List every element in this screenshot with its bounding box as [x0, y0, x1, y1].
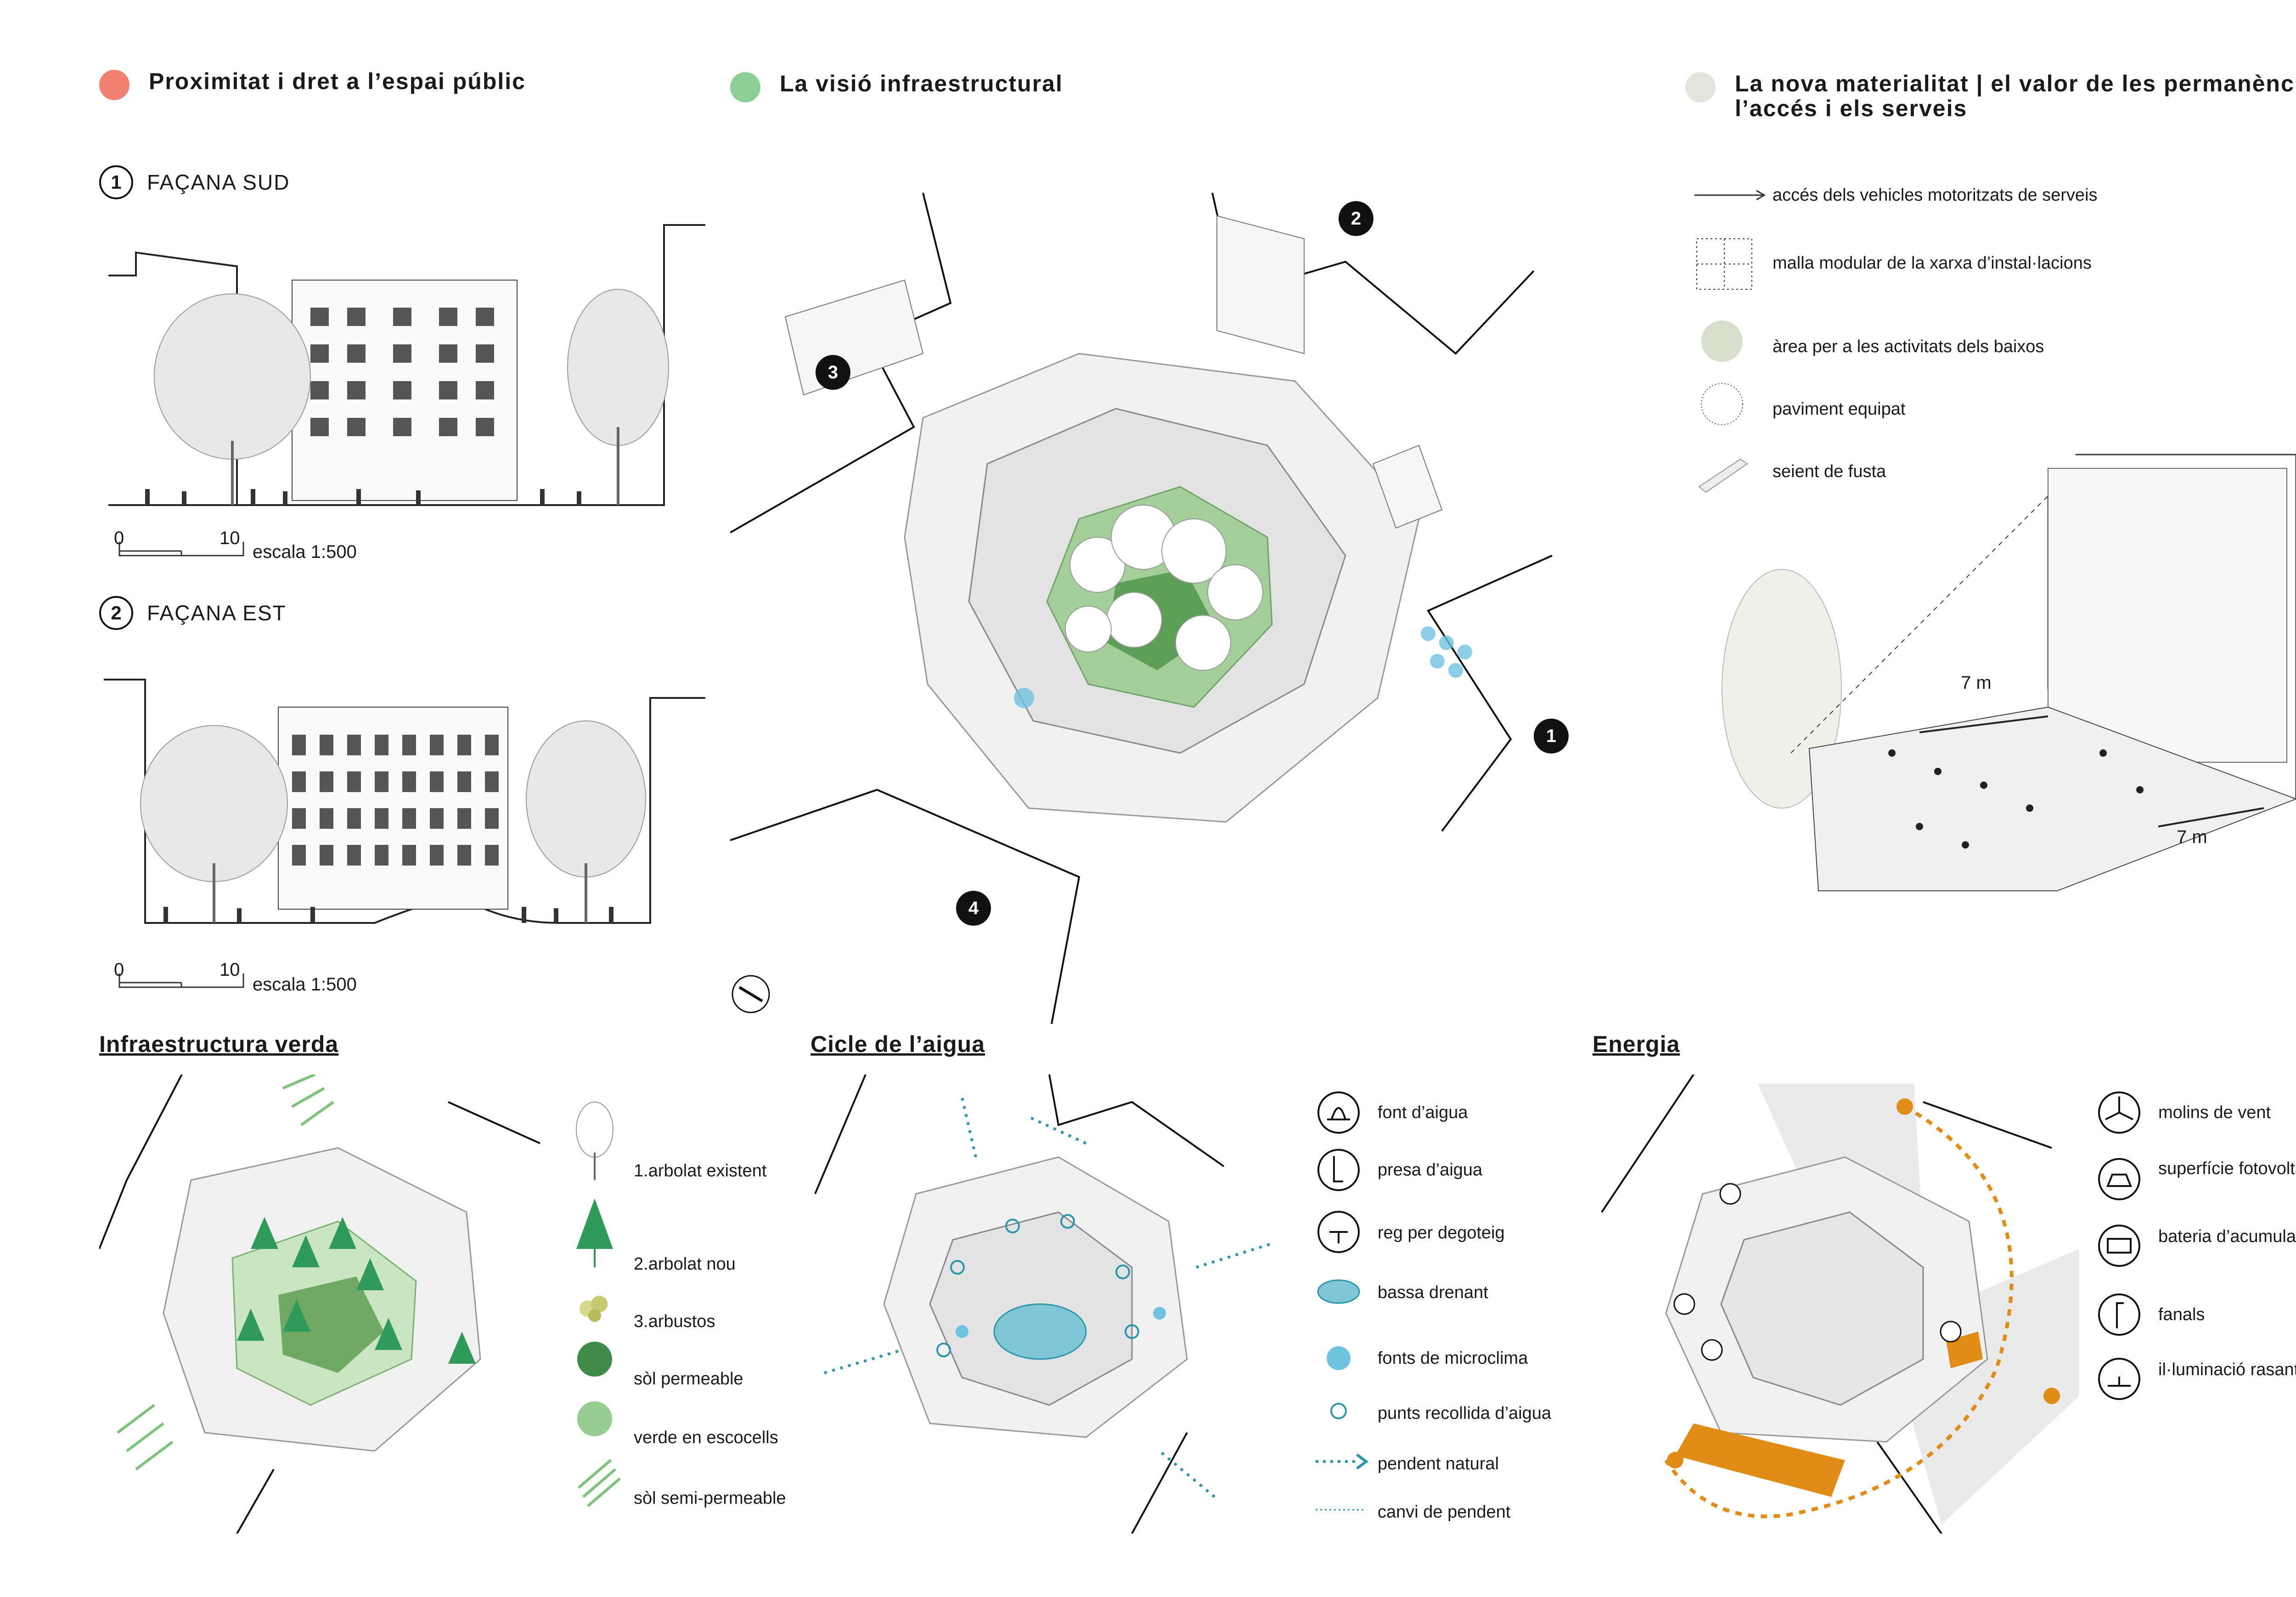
energy-legend-icons: [2098, 1091, 2140, 1400]
legend-tree-pit-green: verde en escocells: [634, 1428, 778, 1447]
water-legend-icons: [1316, 1091, 1368, 1511]
legend-permeable-soil: sòl permeable: [634, 1369, 743, 1389]
header-title: La visió infraestructural: [780, 71, 1063, 96]
legend-existing-trees: 1.arbolat existent: [634, 1161, 767, 1181]
south-facade-drawing: [108, 224, 705, 506]
header-title-line2: l’accés i els serveis: [1735, 96, 1968, 121]
east-facade-drawing: [104, 679, 705, 924]
legend-microclimate: fonts de microclima: [1378, 1349, 1528, 1368]
green-title: Infraestructura verda: [99, 1031, 339, 1057]
new-tree-icon: [576, 1198, 613, 1267]
legend-natural-slope: pendent natural: [1378, 1454, 1499, 1473]
scale-bar-1: [118, 542, 244, 557]
section-label: FAÇANA SUD: [147, 170, 290, 194]
drip-irrigation-icon: [1317, 1211, 1360, 1253]
legend-modular-grid: malla modular de la xarxa d’instal·lacio…: [1773, 253, 2092, 273]
permeable-soil-icon: [577, 1342, 612, 1377]
scale-ten: 10: [219, 528, 240, 548]
section-number: 2: [99, 596, 133, 630]
north-arrow-icon: [732, 975, 770, 1013]
fountain-icon: [1317, 1091, 1360, 1134]
legend-activity-area: àrea per a les activitats dels baixos: [1773, 337, 2044, 356]
plan-marker-1: 1: [1534, 719, 1569, 754]
legend-semi-permeable: sòl semi-permeable: [634, 1489, 786, 1508]
window-grid: [292, 735, 499, 866]
legend-solar-surface: superfície fotovoltaica: [2158, 1159, 2296, 1178]
plan-marker-2: 2: [1339, 201, 1373, 236]
microclimate-icon: [1327, 1346, 1351, 1370]
header-title: Proximitat i dret a l’espai públic: [149, 68, 526, 94]
natural-slope-icon: [1316, 1453, 1368, 1470]
street-lamp-icon: [2098, 1293, 2140, 1336]
section-number: 1: [99, 165, 133, 199]
legend-battery: bateria d’acumulació: [2158, 1227, 2296, 1246]
header-title: La nova materialitat | el valor de les p…: [1735, 71, 2296, 121]
green-plan: [99, 1074, 540, 1534]
water-plan: [814, 1074, 1270, 1534]
scale-text: escala 1:500: [253, 974, 357, 995]
dimension-label-2: 7 m: [2177, 827, 2207, 847]
legend-fountain: font d’aigua: [1378, 1103, 1468, 1122]
legend-collection-points: punts recollida d’aigua: [1378, 1404, 1552, 1423]
section-label: FAÇANA EST: [147, 601, 287, 625]
legend-drainage-pond: bassa drenant: [1378, 1283, 1488, 1302]
scale-zero: 0: [114, 528, 124, 548]
ground-light-icon: [2098, 1358, 2140, 1400]
legend-wood-bench: seient de fusta: [1773, 462, 1886, 481]
elevation-2-heading: 2 FAÇANA EST: [99, 596, 287, 630]
legend-ground-lighting: il·luminació rasant: [2158, 1360, 2296, 1379]
solar-panel-icon: [2098, 1158, 2140, 1200]
header-dot-icon: [99, 70, 129, 100]
header-dot-icon: [1685, 72, 1716, 102]
scale-ten: 10: [219, 960, 240, 980]
legend-street-lamps: fanals: [2158, 1305, 2205, 1324]
legend-shrubs: 3.arbustos: [634, 1312, 715, 1331]
legend-vehicle-access: accés dels vehicles motoritzats de serve…: [1773, 186, 2098, 205]
legend-wind-turbines: molins de vent: [2158, 1103, 2271, 1122]
legend-drip-irrigation: reg per degoteig: [1378, 1223, 1505, 1243]
axonometric-plan: [730, 192, 1553, 1024]
plan-marker-4: 4: [956, 891, 991, 926]
collection-point-icon: [1330, 1403, 1347, 1419]
water-intake-icon: [1317, 1149, 1360, 1191]
battery-icon: [2098, 1225, 2140, 1267]
legend-slope-change: canvi de pendent: [1378, 1502, 1511, 1522]
header-materiality: La nova materialitat | el valor de les p…: [1685, 71, 2296, 121]
wind-turbine-icon: [2098, 1091, 2140, 1134]
energy-title: Energia: [1593, 1031, 1680, 1057]
legend-equipped-paving: paviment equipat: [1773, 399, 1906, 419]
shrubs-icon: [580, 1296, 608, 1322]
scale-zero: 0: [114, 960, 124, 980]
header-title-line1: La nova materialitat | el valor de les p…: [1735, 71, 2296, 96]
header-proximity: Proximitat i dret a l’espai públic: [99, 69, 526, 100]
semi-permeable-icon: [578, 1459, 621, 1507]
water-title: Cicle de l’aigua: [810, 1031, 985, 1057]
scale-text: escala 1:500: [253, 542, 357, 562]
header-infrastructure: La visió infraestructural: [730, 71, 1063, 102]
window-grid: [310, 308, 494, 436]
elevation-1-heading: 1 FAÇANA SUD: [99, 165, 290, 199]
tree-pit-green-icon: [577, 1401, 612, 1436]
plan-marker-3: 3: [816, 355, 850, 390]
existing-tree-icon: [576, 1102, 613, 1180]
energy-plan: [1601, 1074, 2079, 1534]
green-legend-icons: [576, 1102, 621, 1507]
scale-bar-2: [118, 973, 244, 988]
legend-new-trees: 2.arbolat nou: [634, 1254, 736, 1274]
dimension-label-1: 7 m: [1961, 673, 1992, 693]
materiality-perspective: [1722, 454, 2296, 891]
header-dot-icon: [730, 72, 760, 102]
drainage-pond-icon: [1317, 1279, 1360, 1304]
legend-water-intake: presa d’aigua: [1378, 1160, 1483, 1180]
materiality-legend-icons: [1694, 190, 1766, 493]
